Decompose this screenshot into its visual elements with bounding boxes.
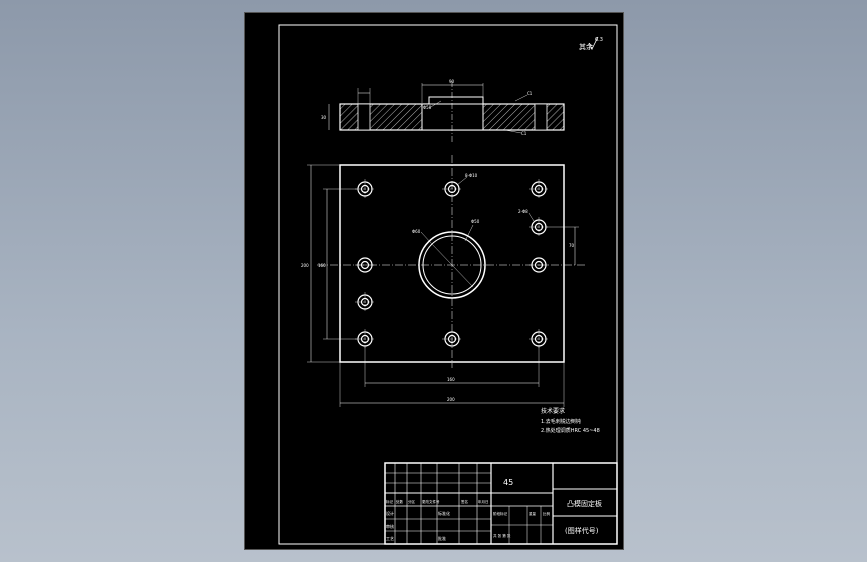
roughness-note: 其余 [579, 42, 593, 51]
center-bore-inner [422, 235, 482, 295]
weight-label: 重量 [529, 511, 537, 516]
tech-notes-line2: 2.热处理调质HRC 45~48 [541, 427, 600, 434]
hole-count-label: 8-Φ10 [465, 173, 478, 178]
sheet-label: 共 张 第 张 [493, 533, 511, 538]
roughness-symbol: 其余 6.3 [579, 36, 603, 51]
cad-drawing: 其余 6.3 [278, 24, 618, 545]
plan-view: Φ60 Φ50 [301, 155, 585, 407]
tech-notes-line1: 1.去毛刺锐边倒钝 [541, 418, 581, 425]
row-label-date: 年月日 [478, 499, 489, 504]
title-block [384, 462, 618, 545]
stage-label: 阶段标记 [493, 511, 507, 516]
roughness-value: 6.3 [595, 37, 603, 43]
pin-hole-label: 2-Φ8 [518, 209, 528, 214]
row-label-zone: 分区 [408, 499, 416, 504]
dim-hole-span-x: 160 [447, 377, 455, 382]
standard-label: 标准化 [438, 510, 450, 516]
drawing-sheet: 其余 6.3 [245, 13, 623, 549]
center-bore [418, 231, 486, 299]
center-bore-label: Φ50 [471, 219, 480, 224]
designer-label: 设计 [386, 510, 394, 516]
row-label-change: 更改文件号 [422, 499, 440, 504]
dim-overall-height: 200 [301, 263, 309, 268]
material: 45 [503, 478, 513, 487]
title-block-text: 45 凸模固定板 (图样代号) 标记 处数 分区 更改文件号 签名 年月日 设计… [386, 478, 602, 541]
dim-hole-span-y: 160 [318, 263, 326, 268]
dim-overall-width: 200 [447, 397, 455, 402]
row-label-count: 处数 [396, 499, 404, 504]
bore-marker: Φ60 [412, 229, 421, 234]
tech-notes: 技术要求 1.去毛刺锐边倒钝 2.热处理调质HRC 45~48 [541, 407, 600, 434]
section-view: 90 30 Φ50 C1 C1 [321, 79, 565, 143]
process-label: 工艺 [386, 536, 394, 541]
row-label-mark: 标记 [386, 499, 394, 504]
drawing-code: (图样代号) [565, 526, 599, 535]
dim-offset-right: 70 [569, 243, 575, 248]
scale-label: 比例 [543, 511, 551, 516]
dim-total-height: 30 [321, 115, 327, 120]
dim-boss-width: 90 [449, 79, 455, 84]
row-label-sign: 签名 [461, 499, 468, 504]
part-name: 凸模固定板 [567, 499, 602, 508]
chamfer-bottom: C1 [521, 131, 527, 136]
tech-notes-heading: 技术要求 [541, 407, 565, 415]
checker-label: 审核 [386, 523, 394, 529]
chamfer-top: C1 [527, 91, 533, 96]
approve-label: 批准 [438, 535, 446, 541]
dim-bore: Φ50 [423, 105, 432, 110]
